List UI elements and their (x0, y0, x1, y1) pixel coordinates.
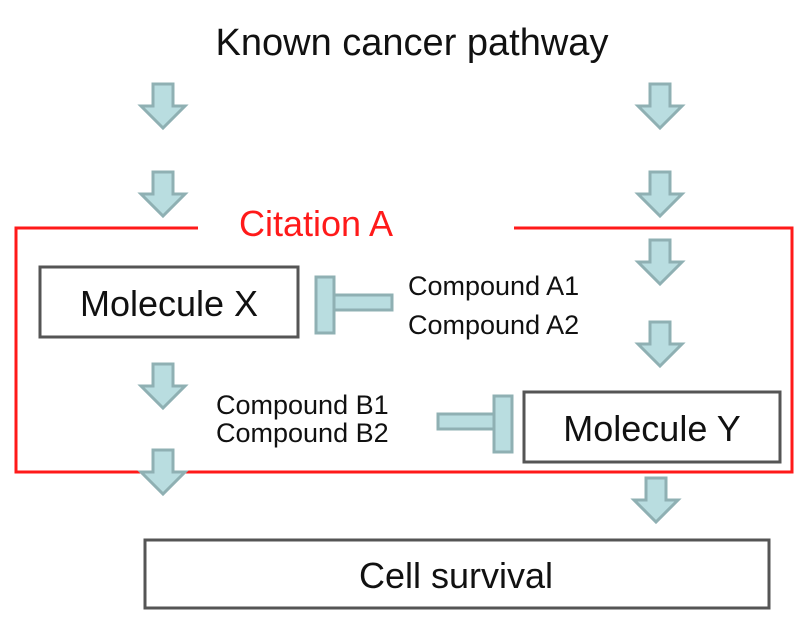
compound-a2-label: Compound A2 (408, 310, 579, 340)
inhibitor-b-icon (436, 394, 514, 454)
arrow-down-icon (139, 448, 187, 496)
citation-frame (14, 226, 794, 474)
compound-b1-label: Compound B1 (216, 390, 389, 420)
cell-survival-box (143, 538, 771, 610)
compound-b2-label: Compound B2 (216, 418, 389, 448)
arrow-down-icon (139, 82, 187, 130)
molecule-y-label: Molecule Y (563, 408, 740, 449)
molecule-x-label: Molecule X (80, 283, 258, 324)
compound-a1-label: Compound A1 (408, 271, 579, 301)
arrow-down-icon (139, 362, 187, 410)
molecule-y-box (522, 390, 782, 464)
arrow-down-icon (636, 170, 684, 218)
cell-survival-label: Cell survival (359, 555, 553, 596)
diagram-title: Known cancer pathway (216, 22, 609, 64)
molecule-x-box (38, 265, 300, 339)
arrow-down-icon (139, 170, 187, 218)
arrow-down-icon (636, 320, 684, 368)
arrow-down-icon (636, 82, 684, 130)
arrow-down-icon (636, 238, 684, 286)
inhibitor-a-icon (314, 275, 394, 335)
arrow-down-icon (632, 476, 680, 524)
citation-label: Citation A (239, 203, 393, 244)
